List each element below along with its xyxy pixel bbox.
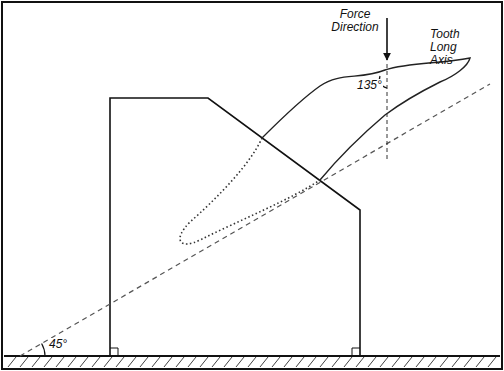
tooth-long-axis-line xyxy=(20,84,490,356)
hatch-stroke xyxy=(464,357,472,367)
right-angle-mark xyxy=(352,348,360,356)
hatch-stroke xyxy=(56,357,64,367)
hatch-stroke xyxy=(488,357,496,367)
axis-label: Tooth Long Axis xyxy=(430,28,470,67)
hatch-stroke xyxy=(380,357,388,367)
hatch-stroke xyxy=(212,357,220,367)
hatch-stroke xyxy=(176,357,184,367)
hatch-stroke xyxy=(392,357,400,367)
hatch-stroke xyxy=(356,357,364,367)
hatch-stroke xyxy=(368,357,376,367)
angle-arc xyxy=(42,344,45,357)
hatch-stroke xyxy=(440,357,448,367)
hatch-stroke xyxy=(308,357,316,367)
hatch-stroke xyxy=(32,357,40,367)
hatch-stroke xyxy=(8,357,16,367)
hatch-stroke xyxy=(284,357,292,367)
hatch-stroke xyxy=(188,357,196,367)
hatch-stroke xyxy=(92,357,100,367)
hatch-stroke xyxy=(44,357,52,367)
hatch-stroke xyxy=(236,357,244,367)
hatch-stroke xyxy=(296,357,304,367)
hatch-stroke xyxy=(152,357,160,367)
hatch-stroke xyxy=(404,357,412,367)
hatch-stroke xyxy=(452,357,460,367)
hatch-stroke xyxy=(260,357,268,367)
hatch-stroke xyxy=(104,357,112,367)
angle-label: 135° xyxy=(356,79,383,92)
hatch-stroke xyxy=(128,357,136,367)
hatch-stroke xyxy=(272,357,280,367)
force-arrow xyxy=(386,18,388,60)
hatch-stroke xyxy=(224,357,232,367)
right-angle-mark xyxy=(110,348,118,356)
ground-line xyxy=(4,355,500,357)
angle-label: 45° xyxy=(48,338,68,351)
hatch-stroke xyxy=(140,357,148,367)
hatch-stroke xyxy=(200,357,208,367)
hatch-stroke xyxy=(320,357,328,367)
hatch-stroke xyxy=(248,357,256,367)
hatch-stroke xyxy=(416,357,424,367)
force-line xyxy=(387,64,388,160)
ground-hatching xyxy=(8,357,496,367)
hatch-stroke xyxy=(164,357,172,367)
hatch-stroke xyxy=(476,357,484,367)
hatch-stroke xyxy=(428,357,436,367)
force-label: Force Direction xyxy=(328,8,382,34)
hatch-stroke xyxy=(332,357,340,367)
hatch-stroke xyxy=(20,357,28,367)
hatch-stroke xyxy=(116,357,124,367)
hatch-stroke xyxy=(68,357,76,367)
hatch-stroke xyxy=(80,357,88,367)
tooth-crown xyxy=(262,58,470,180)
hatch-stroke xyxy=(344,357,352,367)
